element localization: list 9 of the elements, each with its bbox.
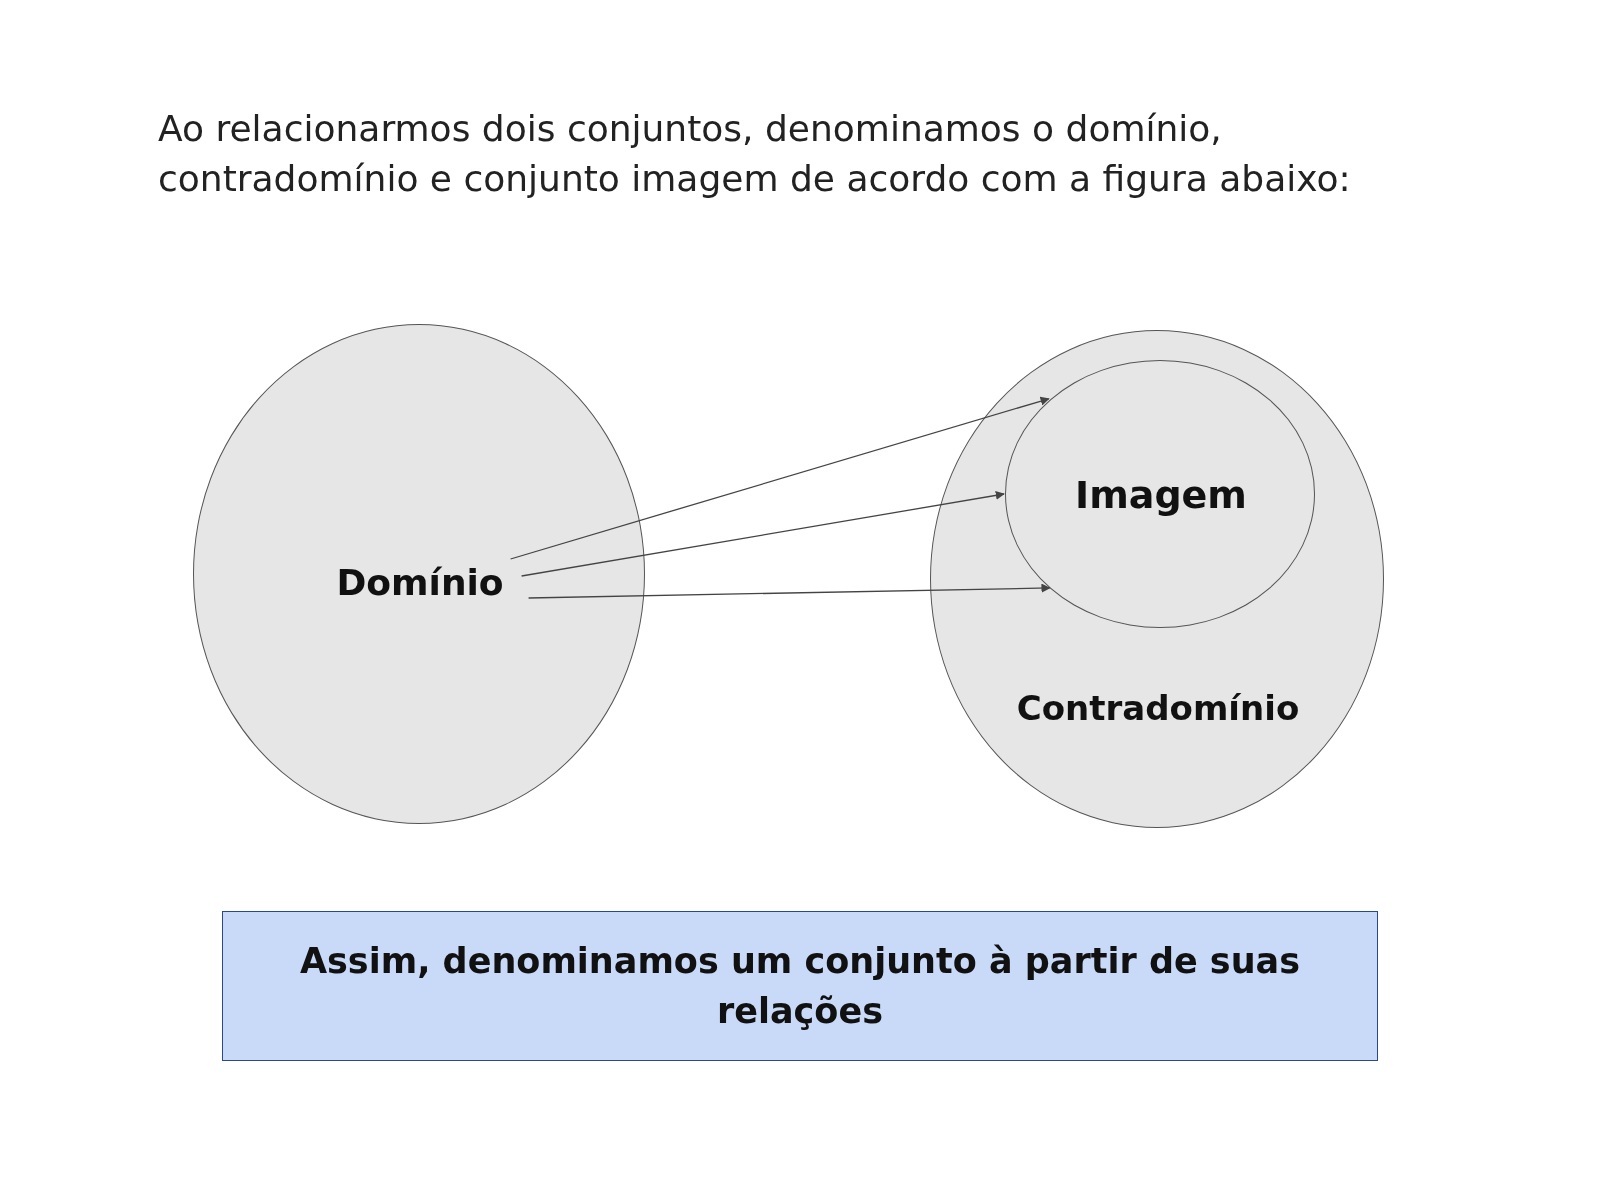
arrow — [509, 396, 1050, 560]
set-label: Domínio — [336, 561, 504, 603]
note-box — [222, 911, 1378, 1061]
set-label: Imagem — [1075, 473, 1247, 517]
set-label: Contradomínio — [1016, 688, 1300, 729]
arrow — [527, 583, 1051, 599]
intro-text: Ao relacionarmos dois conjuntos, denominamos o domínio, contradomínio e conjunto imagem de acordo com a figura abaixo: — [158, 107, 1352, 201]
arrow — [520, 490, 1005, 577]
note-text: Assim, denominamos um conjunto à partir de suas relações — [298, 940, 1302, 1033]
